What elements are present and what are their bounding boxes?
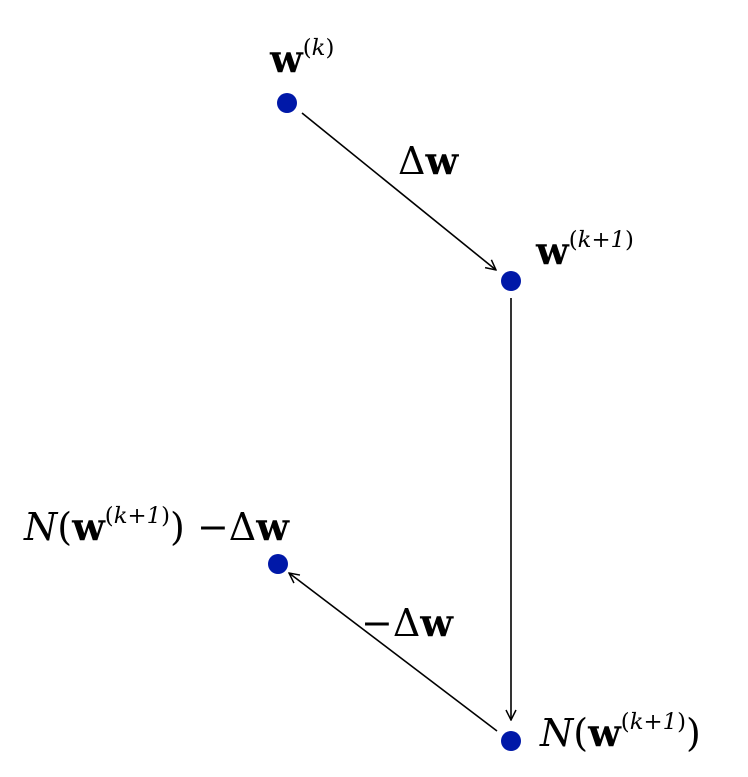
- k-plus-1-symbol: k+1: [113, 502, 162, 529]
- node-n-w-k-plus-1: [501, 731, 521, 751]
- delta-symbol: Δ: [228, 505, 257, 549]
- lparen: (: [57, 505, 73, 549]
- label-minus-delta-w: −Δw: [361, 601, 453, 645]
- label-w-k-plus-1: w(k+1): [536, 226, 634, 273]
- rparen: ): [170, 505, 185, 549]
- node-w-k: [277, 93, 297, 113]
- node-n-minus-delta: [268, 554, 288, 574]
- edge-nwk1-to-result: [289, 573, 498, 732]
- edge-wk-to-wk1: [301, 112, 496, 270]
- lparen: (: [573, 711, 589, 755]
- node-w-k-plus-1: [501, 271, 521, 291]
- minus-symbol: −: [361, 601, 393, 645]
- delta-symbol: Δ: [392, 601, 421, 645]
- k-symbol: k: [311, 34, 326, 61]
- w-symbol: w: [270, 36, 303, 81]
- w-symbol: w: [536, 228, 569, 273]
- delta-symbol: Δ: [398, 139, 426, 183]
- k-plus-1-symbol: k+1: [577, 226, 626, 253]
- w-symbol: w: [72, 504, 105, 549]
- w-symbol: w: [256, 504, 289, 549]
- minus-symbol: −: [196, 505, 229, 549]
- label-n-w-k-plus-1-minus-delta-w: N(w(k+1)) −Δw: [24, 502, 289, 549]
- label-n-w-k-plus-1: N(w(k+1)): [540, 708, 701, 755]
- label-delta-w: Δw: [398, 139, 458, 183]
- n-symbol: N: [540, 711, 574, 755]
- w-symbol: w: [425, 138, 459, 183]
- k-plus-1-symbol: k+1: [629, 708, 678, 735]
- w-symbol: w: [420, 600, 454, 645]
- w-symbol: w: [588, 710, 621, 755]
- rparen: ): [686, 711, 701, 755]
- n-symbol: N: [24, 505, 58, 549]
- label-w-k: w(k): [270, 34, 335, 81]
